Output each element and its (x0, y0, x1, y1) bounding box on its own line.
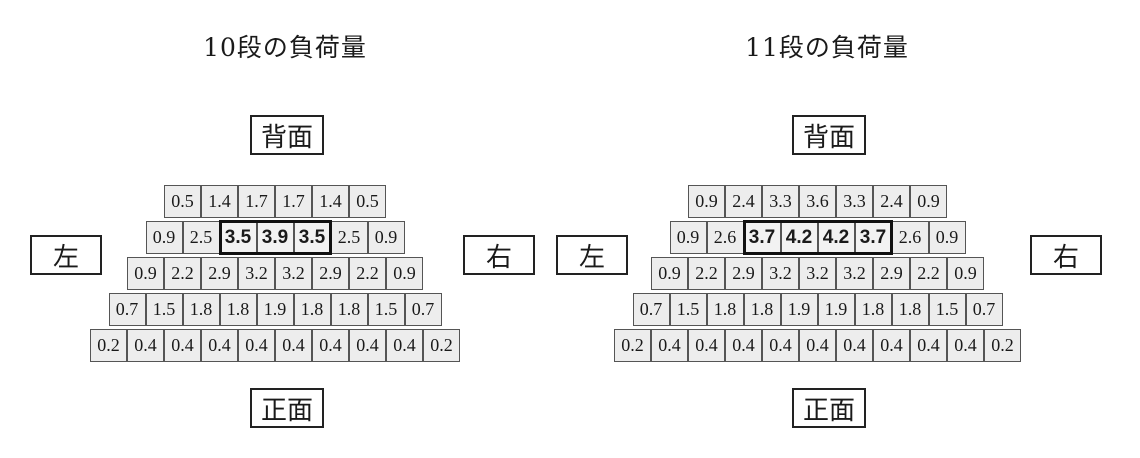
load-cell: 0.9 (928, 221, 966, 254)
load-cell: 0.9 (386, 257, 423, 290)
load-cell: 3.3 (836, 185, 873, 218)
load-cell: 0.7 (404, 293, 442, 326)
load-cell: 0.2 (984, 329, 1021, 362)
load-cell: 2.5 (330, 221, 368, 254)
right-label: 右 (463, 235, 535, 275)
load-cell: 0.4 (201, 329, 238, 362)
load-cell: 0.7 (965, 293, 1003, 326)
diagram-title: 10段の負荷量 (203, 33, 367, 62)
load-cell: 1.9 (817, 293, 855, 326)
load-cell: 2.2 (688, 257, 725, 290)
load-cell: 0.4 (312, 329, 349, 362)
load-cell: 0.9 (947, 257, 984, 290)
load-cell: 0.9 (669, 221, 707, 254)
load-cell: 0.4 (799, 329, 836, 362)
load-cell: 3.2 (762, 257, 799, 290)
load-cell: 1.8 (743, 293, 781, 326)
load-cell: 2.9 (725, 257, 762, 290)
load-cell: 0.4 (836, 329, 873, 362)
load-cell: 3.2 (799, 257, 836, 290)
load-cell: 3.3 (762, 185, 799, 218)
load-cell: 2.6 (891, 221, 929, 254)
load-cell: 2.4 (873, 185, 910, 218)
load-cell: 0.9 (688, 185, 725, 218)
front-label: 正面 (250, 388, 324, 428)
load-cell: 1.8 (891, 293, 929, 326)
load-cell: 1.8 (854, 293, 892, 326)
load-cell: 2.4 (725, 185, 762, 218)
load-cell: 2.2 (910, 257, 947, 290)
back-label: 背面 (792, 115, 866, 155)
load-cell: 3.2 (836, 257, 873, 290)
load-cell: 1.9 (256, 293, 294, 326)
load-cell: 1.5 (367, 293, 405, 326)
load-cell: 1.4 (201, 185, 238, 218)
load-cell: 3.2 (275, 257, 312, 290)
load-cell: 0.4 (762, 329, 799, 362)
load-cell: 0.4 (947, 329, 984, 362)
left-label: 左 (30, 235, 102, 275)
load-cell: 0.2 (614, 329, 651, 362)
load-cell: 3.7 (743, 221, 781, 254)
load-cell: 2.6 (706, 221, 744, 254)
left-label: 左 (556, 235, 628, 275)
load-cell: 0.5 (164, 185, 201, 218)
load-cell: 0.9 (145, 221, 183, 254)
load-cell: 1.8 (219, 293, 257, 326)
load-cell: 3.2 (238, 257, 275, 290)
load-cell: 0.4 (725, 329, 762, 362)
load-cell: 3.5 (219, 221, 257, 254)
load-cell: 0.7 (632, 293, 670, 326)
load-cell: 0.4 (164, 329, 201, 362)
load-cell: 0.7 (108, 293, 146, 326)
load-cell: 4.2 (780, 221, 818, 254)
load-cell: 1.9 (780, 293, 818, 326)
load-cell: 2.5 (182, 221, 220, 254)
load-cell: 0.4 (275, 329, 312, 362)
back-label: 背面 (250, 115, 324, 155)
load-cell: 0.2 (90, 329, 127, 362)
load-cell: 0.5 (349, 185, 386, 218)
right-label: 右 (1030, 235, 1102, 275)
load-cell: 2.9 (873, 257, 910, 290)
load-cell: 2.2 (349, 257, 386, 290)
load-cell: 0.9 (651, 257, 688, 290)
load-cell: 0.4 (910, 329, 947, 362)
load-cell: 3.6 (799, 185, 836, 218)
load-cell: 1.7 (275, 185, 312, 218)
load-cell: 1.5 (145, 293, 183, 326)
load-cell: 1.8 (330, 293, 368, 326)
load-cell: 2.9 (201, 257, 238, 290)
load-cell: 0.4 (651, 329, 688, 362)
load-cell: 3.7 (854, 221, 892, 254)
diagram-title: 11段の負荷量 (745, 33, 909, 62)
load-cell: 4.2 (817, 221, 855, 254)
load-cell: 0.4 (688, 329, 725, 362)
load-cell: 1.5 (669, 293, 707, 326)
load-cell: 1.7 (238, 185, 275, 218)
load-cell: 1.8 (706, 293, 744, 326)
load-cell: 3.5 (293, 221, 331, 254)
load-cell: 0.4 (238, 329, 275, 362)
load-cell: 1.8 (293, 293, 331, 326)
load-cell: 2.9 (312, 257, 349, 290)
load-cell: 0.4 (127, 329, 164, 362)
load-cell: 0.4 (349, 329, 386, 362)
load-cell: 0.4 (386, 329, 423, 362)
load-cell: 0.2 (423, 329, 460, 362)
load-cell: 1.5 (928, 293, 966, 326)
load-cell: 0.9 (127, 257, 164, 290)
load-cell: 3.9 (256, 221, 294, 254)
front-label: 正面 (792, 388, 866, 428)
load-cell: 1.8 (182, 293, 220, 326)
load-cell: 0.9 (367, 221, 405, 254)
load-cell: 0.9 (910, 185, 947, 218)
load-cell: 0.4 (873, 329, 910, 362)
load-cell: 1.4 (312, 185, 349, 218)
load-cell: 2.2 (164, 257, 201, 290)
